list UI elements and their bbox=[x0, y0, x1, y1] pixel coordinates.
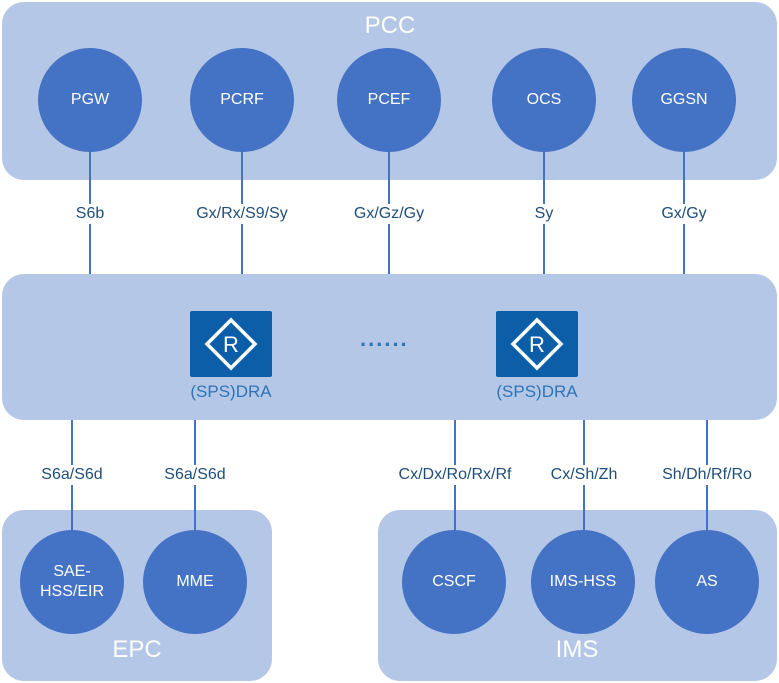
dra-label-left: (SPS)DRA bbox=[190, 382, 272, 401]
router-r-icon: R bbox=[510, 317, 564, 371]
node-ggsn: GGSN bbox=[632, 48, 736, 152]
iface-gx-gz-gy: Gx/Gz/Gy bbox=[351, 204, 427, 224]
dra-ellipsis: ...... bbox=[360, 326, 409, 351]
dra-box-right: R bbox=[496, 311, 578, 377]
iface-ims-cscf: Cx/Dx/Ro/Rx/Rf bbox=[396, 465, 514, 485]
node-pcef: PCEF bbox=[337, 48, 441, 152]
iface-s6b: S6b bbox=[73, 204, 107, 224]
ims-title: IMS bbox=[555, 636, 599, 663]
epc-title: EPC bbox=[112, 636, 162, 663]
iface-epc-mme: S6a/S6d bbox=[162, 465, 228, 485]
node-as: AS bbox=[655, 530, 759, 634]
iface-epc-hss: S6a/S6d bbox=[39, 465, 105, 485]
dra-label-right: (SPS)DRA bbox=[496, 382, 578, 401]
node-sae-hss-eir: SAE- HSS/EIR bbox=[20, 530, 124, 634]
iface-sy: Sy bbox=[532, 204, 556, 224]
dra-panel bbox=[2, 274, 777, 420]
router-letter: R bbox=[223, 332, 239, 357]
node-cscf: CSCF bbox=[402, 530, 506, 634]
dra-box-left: R bbox=[190, 311, 272, 377]
iface-ims-as: Sh/Dh/Rf/Ro bbox=[660, 465, 754, 485]
node-mme: MME bbox=[143, 530, 247, 634]
node-ims-hss: IMS-HSS bbox=[531, 530, 635, 634]
router-letter: R bbox=[529, 332, 545, 357]
pcc-title: PCC bbox=[364, 12, 416, 39]
node-pcrf: PCRF bbox=[190, 48, 294, 152]
node-pgw: PGW bbox=[38, 48, 142, 152]
iface-gx-rx-s9-sy: Gx/Rx/S9/Sy bbox=[194, 204, 290, 224]
iface-gx-gy: Gx/Gy bbox=[659, 204, 709, 224]
iface-ims-hss: Cx/Sh/Zh bbox=[548, 465, 620, 485]
router-r-icon: R bbox=[204, 317, 258, 371]
node-ocs: OCS bbox=[492, 48, 596, 152]
